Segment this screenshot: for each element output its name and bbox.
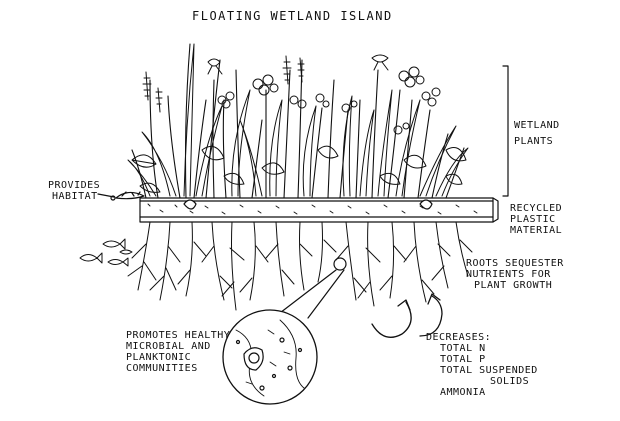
roots-label: ROOTS SEQUESTER NUTRIENTS FOR PLANT GROW… <box>466 258 564 291</box>
roots-line: NUTRIENTS FOR <box>466 269 551 280</box>
root-ball <box>183 199 433 210</box>
flower-heads <box>142 54 441 135</box>
diagram-title: FLOATING WETLAND ISLAND <box>192 9 393 23</box>
microbial-label: PROMOTES HEALTHY MICROBIAL AND PLANKTONI… <box>126 330 230 374</box>
floating-mat <box>139 197 499 223</box>
magnifier-lens <box>222 257 347 405</box>
provides-habitat-line: PROVIDES <box>48 180 101 191</box>
microbial-line: PLANKTONIC <box>126 352 192 363</box>
decreases-line: TOTAL N <box>440 343 486 354</box>
turtle-icon <box>110 191 145 201</box>
wetland-plants-line: PLANTS <box>514 136 554 147</box>
microbial-line: PROMOTES HEALTHY <box>126 330 231 341</box>
provides-habitat-line: HABITAT <box>52 191 98 202</box>
roots-line: PLANT GROWTH <box>474 280 553 291</box>
recycled-plastic-line: PLASTIC <box>510 214 556 225</box>
plant-roots <box>127 221 473 311</box>
decreases-line: TOTAL SUSPENDED <box>440 365 538 376</box>
microbial-line: COMMUNITIES <box>126 363 198 374</box>
decreases-line: SOLIDS <box>490 376 530 387</box>
decreases-line: DECREASES: <box>426 332 492 343</box>
wetland-plants-line: WETLAND <box>514 120 560 131</box>
recycled-plastic-label: RECYCLED PLASTIC MATERIAL <box>510 203 562 236</box>
broad-leaves <box>131 145 467 193</box>
recycled-plastic-line: MATERIAL <box>510 225 563 236</box>
wetland-plants-label: WETLAND PLANTS <box>514 120 560 147</box>
plant-leaves <box>127 43 469 197</box>
curved-arrow-icon <box>371 293 443 338</box>
fish-icon <box>79 238 133 267</box>
habitat-pointer <box>97 193 115 198</box>
plants-bracket <box>502 65 509 197</box>
decreases-line: AMMONIA <box>440 387 486 398</box>
decreases-line: TOTAL P <box>440 354 486 365</box>
provides-habitat-label: PROVIDES HABITAT <box>48 180 100 202</box>
roots-line: ROOTS SEQUESTER <box>466 258 564 269</box>
decreases-label: DECREASES: TOTAL N TOTAL P TOTAL SUSPEND… <box>426 332 538 398</box>
recycled-plastic-line: RECYCLED <box>510 203 563 214</box>
microbial-line: MICROBIAL AND <box>126 341 211 352</box>
